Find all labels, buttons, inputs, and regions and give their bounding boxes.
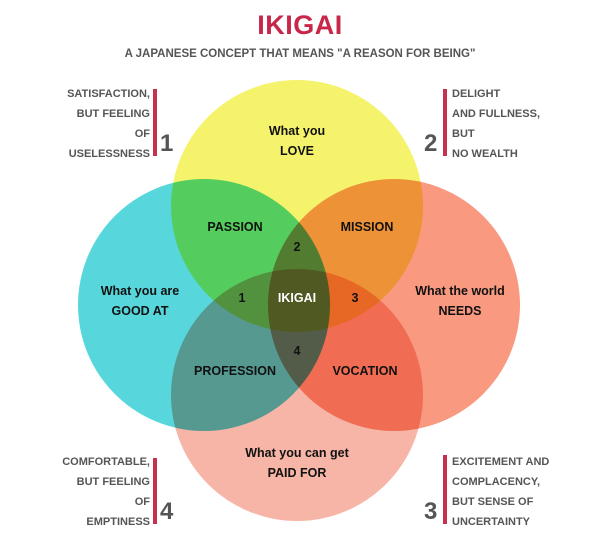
note-2: DELIGHT AND FULLNESS, BUT NO WEALTH — [452, 84, 592, 164]
paid-line2: PAID FOR — [267, 466, 327, 480]
passion-label: PASSION — [207, 220, 263, 234]
note-1-line: SATISFACTION, — [67, 88, 150, 100]
note-3-line: EXCITEMENT AND — [452, 456, 550, 468]
good-at-line2: GOOD AT — [111, 304, 169, 318]
profession-label: PROFESSION — [194, 364, 276, 378]
note-4-line: OF — [134, 496, 150, 508]
note-4-line: BUT FEELING — [76, 476, 150, 488]
overlap-number-3: 3 — [351, 291, 359, 305]
note-4-line: EMPTINESS — [86, 516, 150, 528]
note-2-line: AND FULLNESS, — [452, 108, 540, 120]
note-1-line: BUT FEELING — [76, 108, 150, 120]
good-at-line1: What you are — [100, 284, 180, 298]
note-3-line: BUT SENSE OF — [452, 496, 534, 508]
note-1-number: 1 — [160, 130, 174, 157]
overlap-number-4: 4 — [293, 344, 301, 358]
needs-line1: What the world — [415, 284, 505, 298]
note-1: SATISFACTION, BUT FEELING OF USELESSNESS — [20, 84, 150, 164]
note-1-line: OF — [134, 128, 150, 140]
vocation-label: VOCATION — [332, 364, 398, 378]
overlap-number-1: 1 — [238, 291, 246, 305]
needs-line2: NEEDS — [438, 304, 482, 318]
subtitle: A JAPANESE CONCEPT THAT MEANS "A REASON … — [124, 48, 476, 60]
title: IKIGAI — [257, 10, 343, 40]
note-2-number: 2 — [424, 130, 438, 157]
note-4: COMFORTABLE, BUT FEELING OF EMPTINESS — [20, 452, 150, 532]
note-3-bar — [443, 455, 447, 524]
note-3-line: UNCERTAINTY — [452, 516, 531, 528]
note-1-line: USELESSNESS — [68, 148, 150, 160]
good-at-label: What you are GOOD AT — [80, 281, 200, 321]
mission-label: MISSION — [340, 220, 394, 234]
note-3-number: 3 — [424, 498, 438, 525]
note-4-number: 4 — [160, 498, 174, 525]
note-2-line: BUT — [452, 128, 475, 140]
needs-label: What the world NEEDS — [400, 281, 520, 321]
note-3: EXCITEMENT AND COMPLACENCY, BUT SENSE OF… — [452, 452, 597, 532]
circle-paid — [171, 269, 423, 521]
overlap-number-2: 2 — [293, 240, 301, 254]
note-4-bar — [153, 458, 157, 524]
paid-label: What you can get PAID FOR — [222, 443, 372, 483]
paid-line1: What you can get — [245, 446, 349, 460]
note-1-bar — [153, 89, 157, 156]
note-4-line: COMFORTABLE, — [62, 456, 150, 468]
note-2-line: DELIGHT — [452, 88, 501, 100]
note-2-line: NO WEALTH — [452, 148, 518, 160]
note-2-bar — [443, 89, 447, 156]
love-line2: LOVE — [279, 144, 315, 158]
ikigai-center-label: IKIGAI — [277, 291, 317, 305]
note-3-line: COMPLACENCY, — [452, 476, 541, 488]
love-label: What you LOVE — [227, 121, 367, 161]
love-line1: What you — [268, 124, 326, 138]
